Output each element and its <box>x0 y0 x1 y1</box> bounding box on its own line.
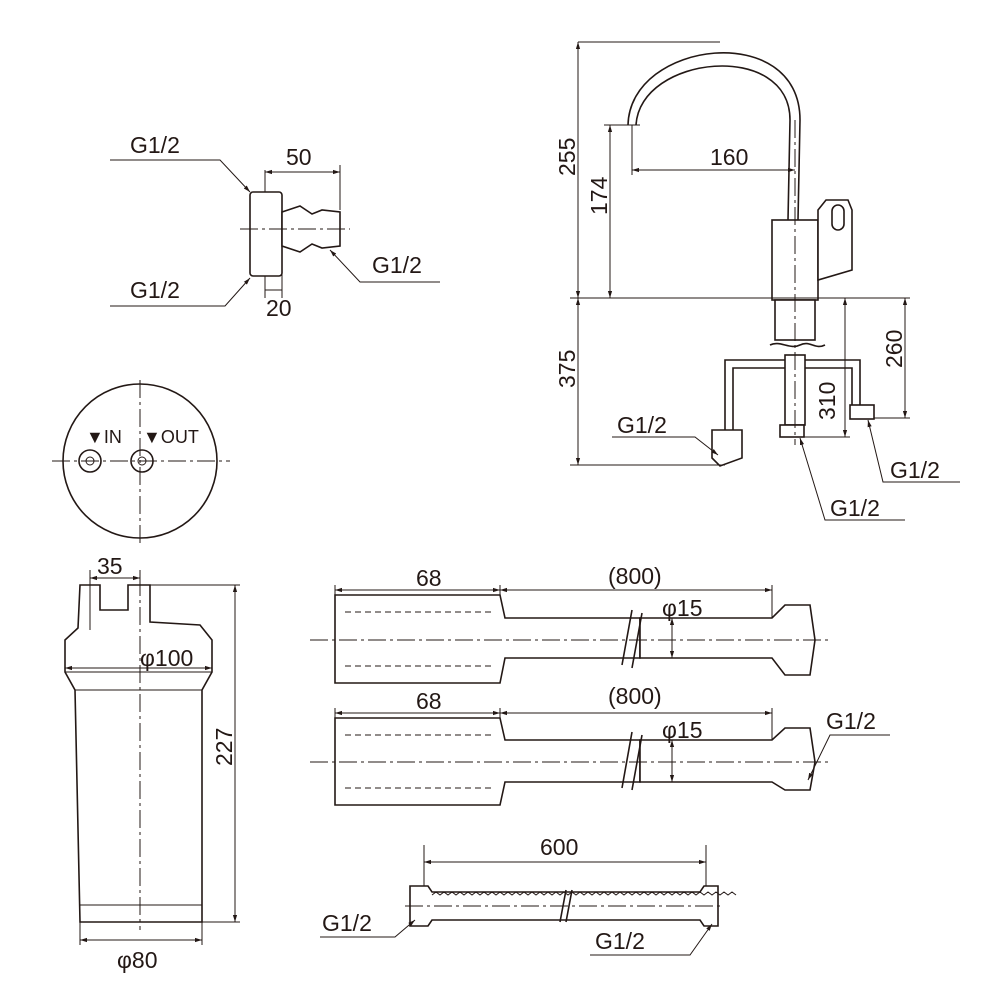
faucet-dim-260: 260 <box>881 330 907 368</box>
hose-1 <box>310 585 830 684</box>
hose2-connector-label: G1/2 <box>826 708 876 734</box>
valve-inlet-top-label: G1/2 <box>130 132 180 158</box>
faucet-left-connector-label: G1/2 <box>617 412 667 438</box>
hose-2 <box>310 708 890 806</box>
flex-hose-right-connector-label: G1/2 <box>595 928 645 954</box>
branch-valve <box>110 159 440 307</box>
body-diameter-dim: φ80 <box>117 947 158 973</box>
hose2-length-dim: (800) <box>608 683 662 709</box>
cartridge-height-dim: 227 <box>211 728 237 766</box>
faucet-total-height-dim: 255 <box>554 138 580 176</box>
filter-cartridge <box>64 570 240 945</box>
cartridge-top-view <box>52 380 230 545</box>
flexible-hose <box>320 845 737 956</box>
faucet-reach-dim: 160 <box>710 144 748 170</box>
head-diameter-dim: φ100 <box>140 645 193 671</box>
port-spacing-dim: 35 <box>97 553 123 579</box>
flex-hose-left-connector-label: G1/2 <box>322 910 372 936</box>
faucet-right-connector-label: G1/2 <box>890 457 940 483</box>
valve-outlet-label: G1/2 <box>372 252 422 278</box>
hose2-fitting-length-dim: 68 <box>416 688 442 714</box>
out-port-label: ▼OUT <box>143 427 199 447</box>
faucet <box>570 41 960 521</box>
in-port-label: ▼IN <box>86 427 122 447</box>
faucet-below-counter-dim: 375 <box>554 350 580 388</box>
faucet-dim-310: 310 <box>814 382 840 420</box>
hose1-length-dim: (800) <box>608 563 662 589</box>
flex-hose-length-dim: 600 <box>540 834 578 860</box>
hose1-diameter-dim: φ15 <box>662 595 703 621</box>
faucet-center-connector-label: G1/2 <box>830 495 880 521</box>
valve-inlet-bottom-label: G1/2 <box>130 277 180 303</box>
valve-offset-dim: 20 <box>266 295 292 321</box>
valve-width-dim: 50 <box>286 144 312 170</box>
faucet-spout-height-dim: 174 <box>586 176 612 215</box>
hose2-diameter-dim: φ15 <box>662 717 703 743</box>
hose1-fitting-length-dim: 68 <box>416 565 442 591</box>
